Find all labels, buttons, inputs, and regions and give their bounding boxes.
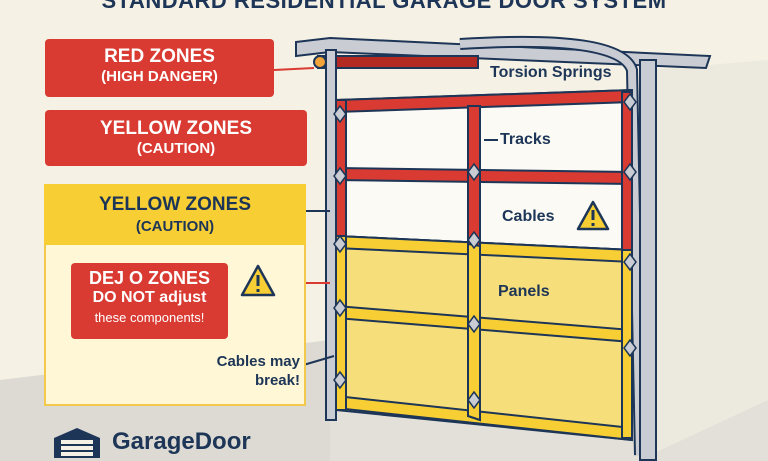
yellow-zones-top-subtitle: (CAUTION)	[136, 140, 216, 157]
yellow-zones-top-title: YELLOW ZONES	[100, 118, 252, 139]
label-panels: Panels	[498, 283, 550, 300]
brand-name: GarageDoor	[112, 428, 251, 455]
danger-zones-title: DEJ O ZONES	[88, 268, 211, 288]
red-zones-title: RED ZONES	[104, 46, 215, 67]
cables-may-break-note: Cables may break!	[216, 353, 300, 389]
cables-warning-icon	[576, 200, 610, 231]
warning-icon	[240, 264, 276, 297]
danger-zones-detail: these components!	[94, 310, 205, 325]
label-torsion-springs: Torsion Springs	[490, 64, 612, 81]
yellow-zones-header: YELLOW ZONES (CAUTION)	[44, 184, 306, 245]
red-zones-subtitle: (HIGH DANGER)	[101, 68, 218, 85]
page-title: STANDARD RESIDENTIAL GARAGE DOOR SYSTEM	[101, 0, 667, 13]
torsion-spring	[317, 55, 479, 69]
garage-icon	[54, 428, 100, 458]
danger-zones-warning: DO NOT adjust	[92, 289, 207, 306]
yellow-zones-red-box: YELLOW ZONES (CAUTION)	[45, 110, 307, 166]
label-tracks: Tracks	[500, 131, 551, 148]
brand: GarageDoor	[52, 425, 251, 459]
red-zones-box: RED ZONES (HIGH DANGER)	[45, 39, 274, 97]
yellow-zones-main-title: YELLOW ZONES	[99, 194, 251, 215]
track-left	[325, 49, 337, 421]
danger-zones-box: DEJ O ZONES DO NOT adjust these componen…	[71, 263, 228, 339]
yellow-zones-main-subtitle: (CAUTION)	[135, 218, 215, 235]
label-cables: Cables	[502, 208, 555, 225]
